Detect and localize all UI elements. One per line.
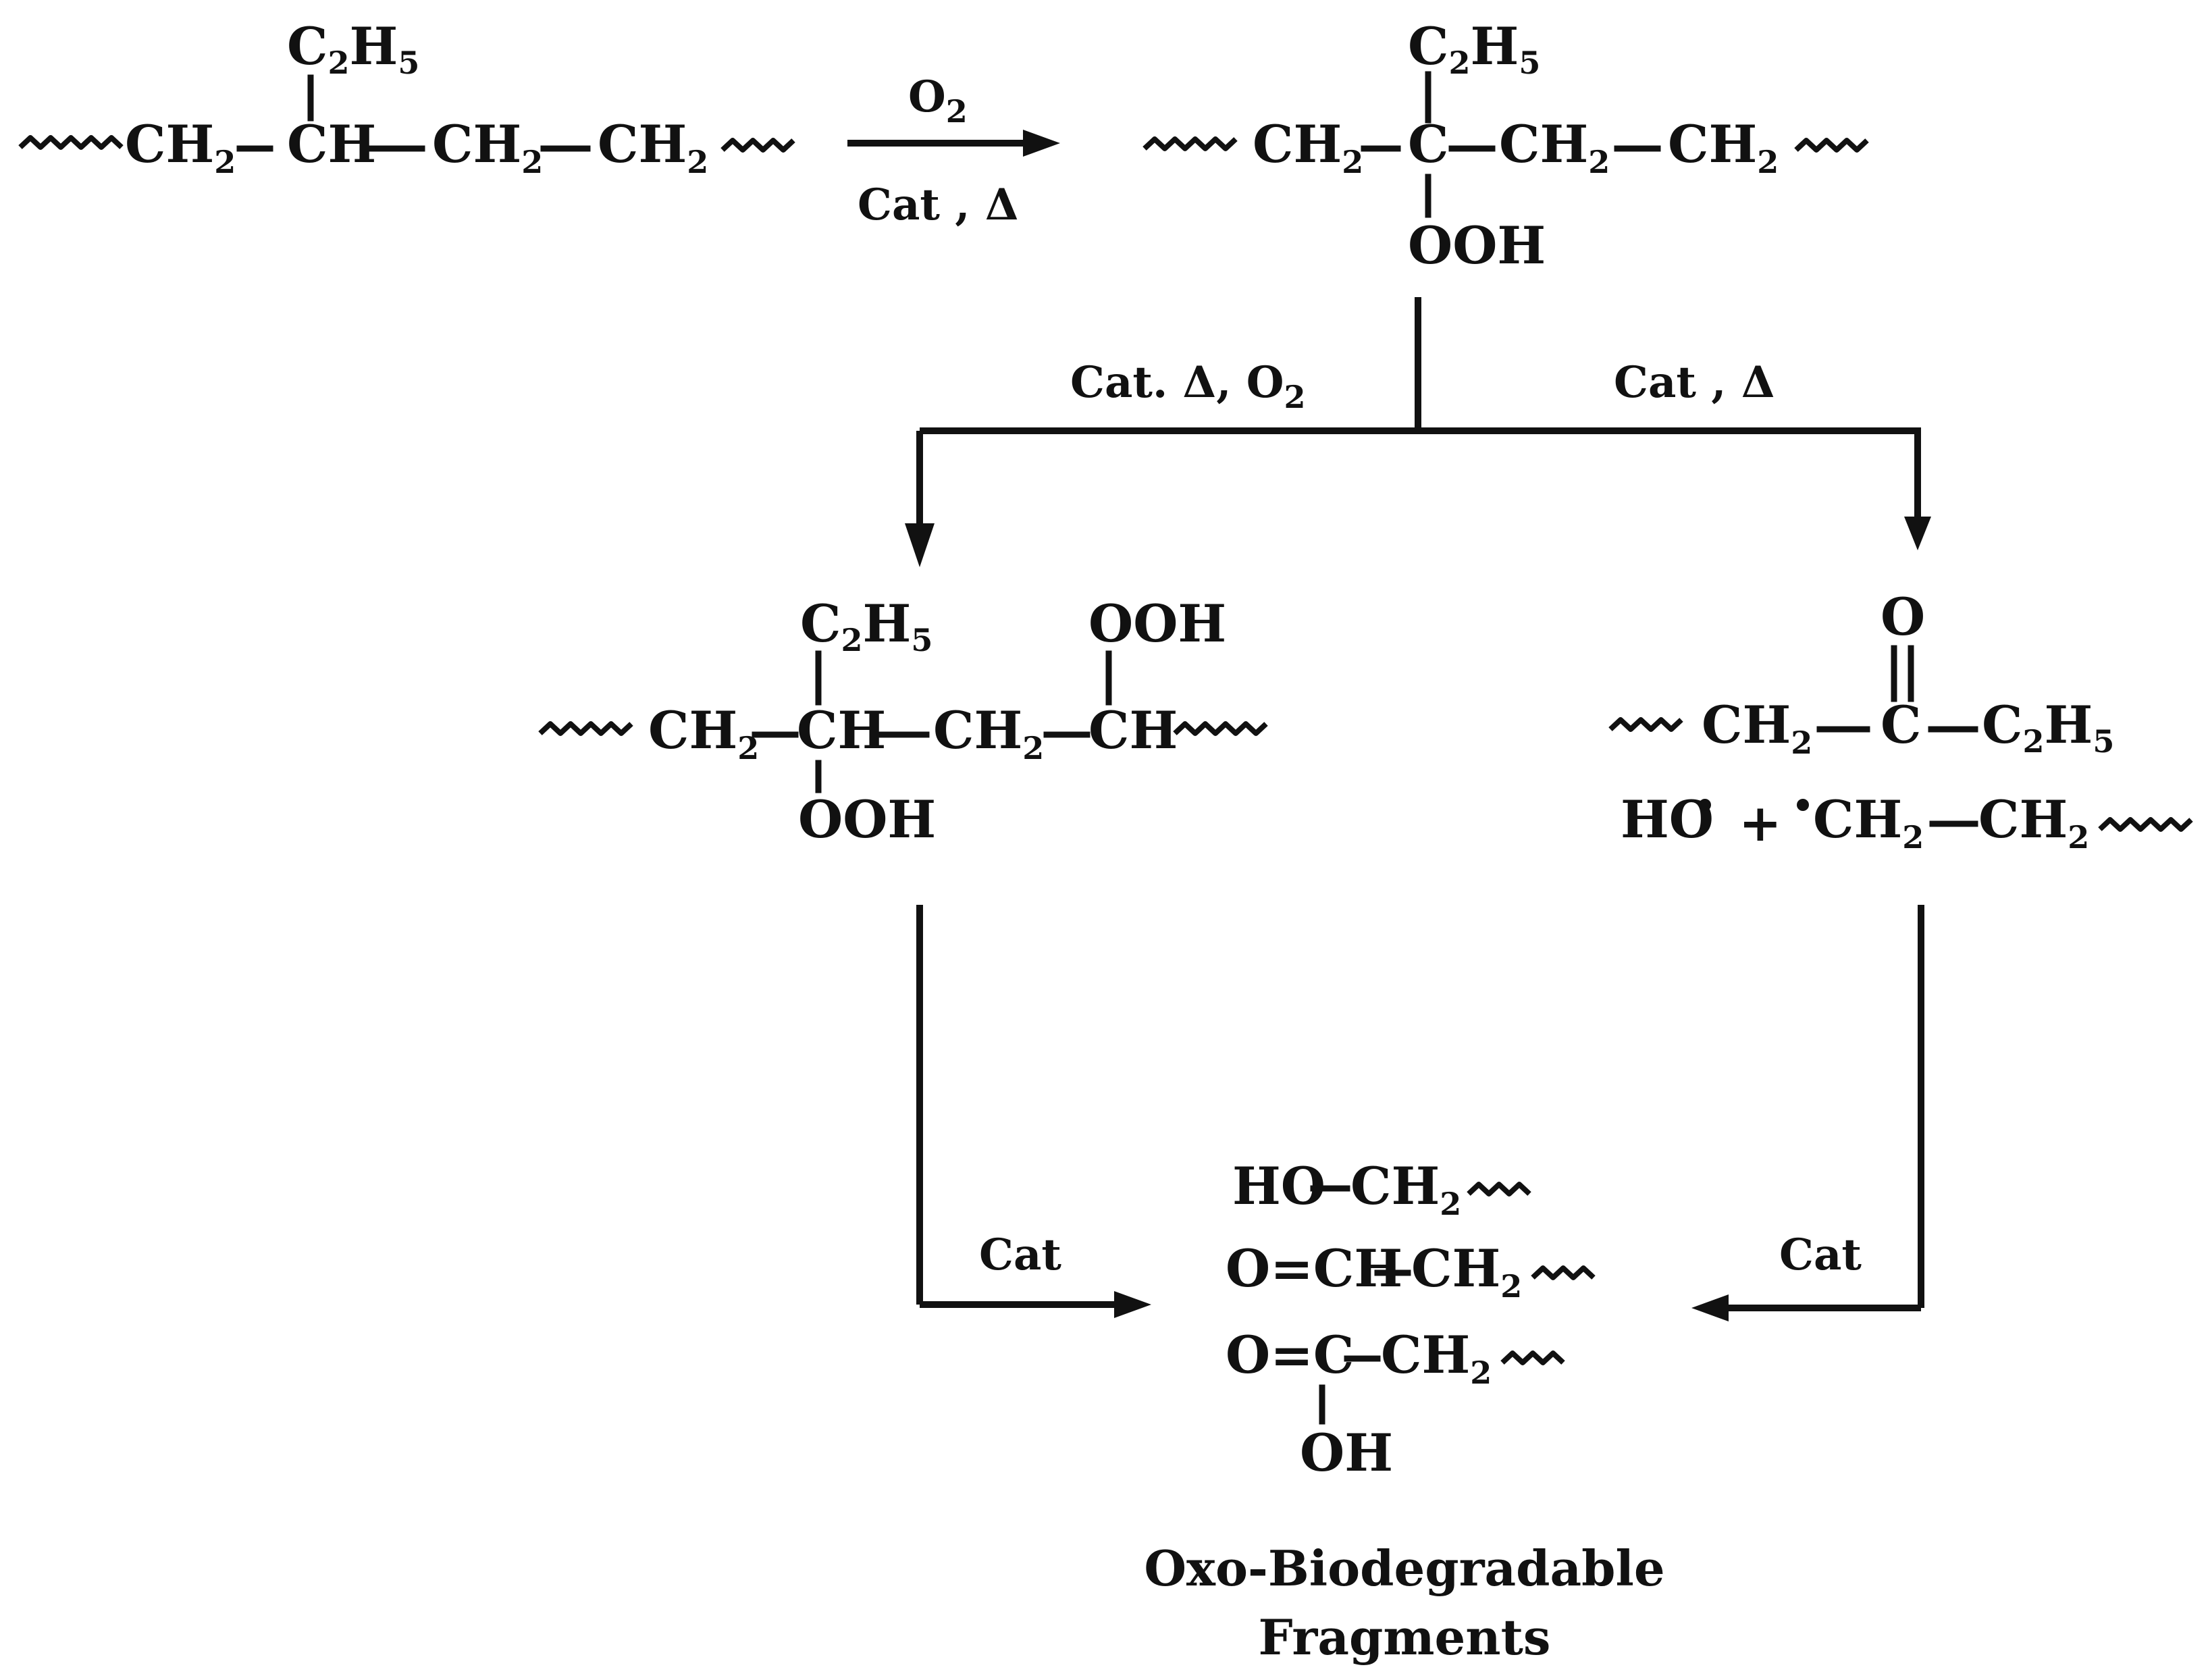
ch2-group: CH2 [1702,695,1812,761]
hydroxyl-group: OH [1300,1423,1393,1483]
final-arrow-right[interactable]: Cat [1691,905,1924,1321]
branch-arrows[interactable]: Cat. Δ, O2 Cat , Δ [905,297,1931,567]
ch2-group: CH2 [1411,1238,1522,1305]
chain-wavy-right [2098,817,2193,832]
ch-group: CH [797,700,886,760]
ch2-group: CH2 [125,114,236,180]
caption-line-1: Oxo-Biodegradable [1144,1540,1664,1597]
chain-wavy [1531,1265,1596,1280]
ch2-group: CH2 [648,700,759,766]
radical-dot [1797,799,1809,811]
alcohol-fragment: HO [1232,1156,1325,1216]
aldehyde-fragment: O=CH [1226,1238,1402,1298]
chain-wavy [1500,1350,1565,1365]
condition-catalyst: Cat [979,1230,1061,1280]
reaction-arrow-oxidation[interactable]: O2 Cat , Δ [847,72,1060,230]
hydroxyl-radical: HO [1621,789,1714,849]
ethyl-group: C2H5 [287,16,419,81]
arrow-head [905,523,935,567]
chain-wavy [1467,1182,1531,1197]
oxygen-atom: O [1881,587,1925,647]
carbon-atom: C [1408,114,1449,174]
ch2-group: CH2 [1381,1325,1492,1391]
molecule-tertiary-hydroperoxide: CH2 C C2H5 OOH CH2 CH2 [1142,16,1869,275]
chain-wavy-right [1173,721,1268,736]
condition-right-branch: Cat , Δ [1614,357,1775,408]
ch2-group: CH2 [1499,114,1610,180]
condition-catalyst: Cat [1779,1230,1862,1280]
ch2-group: CH2 [1253,114,1363,180]
chain-wavy-left [1142,136,1238,151]
ch-group: CH [287,114,376,174]
chain-wavy-left [538,721,633,736]
arrow-head [1114,1291,1151,1318]
carbonyl-carbon: C [1881,695,1922,755]
molecule-ketone-and-radicals: O CH2 C C2H5 HO + CH2 CH2 [1608,587,2193,856]
chain-wavy-right [720,138,795,153]
radical-dot [1699,799,1711,811]
caption: Oxo-Biodegradable Fragments [1144,1540,1664,1666]
ch2-group: CH2 [432,114,543,180]
caption-line-2: Fragments [1259,1608,1551,1666]
carboxylic-acid-fragment: O=C [1226,1325,1354,1385]
ch2-group: CH2 [1350,1156,1461,1222]
final-arrow-left[interactable]: Cat [916,905,1151,1318]
chain-wavy-left [18,135,124,150]
hydroperoxy-group: OOH [1088,594,1226,654]
ethyl-group: C2H5 [800,594,932,658]
ethyl-group: C2H5 [1982,695,2114,760]
plus-sign: + [1739,793,1782,853]
ch-group: CH [1088,700,1178,760]
chain-wavy-left [1608,717,1683,732]
condition-left-branch: Cat. Δ, O2 [1070,357,1306,415]
hydroperoxy-group: OOH [798,789,936,849]
ch2-group: CH2 [598,114,708,180]
molecule-dihydroperoxide: C2H5 CH2 CH OOH CH2 OOH CH [538,594,1268,849]
products-fragments: HO CH2 O=CH CH2 O=C CH2 OH [1226,1156,1596,1483]
chain-wavy-right [1794,138,1869,153]
ch2-group: CH2 [1978,789,2089,856]
condition-catalyst-heat: Cat , Δ [858,180,1018,230]
hydroperoxy-group: OOH [1408,215,1546,275]
ethyl-group: C2H5 [1408,16,1540,81]
arrow-head [1691,1294,1729,1321]
ch2-group: CH2 [933,700,1044,766]
condition-oxygen: O2 [908,72,968,130]
ch2-group: CH2 [1668,114,1779,180]
molecule-polyethylene-chain: CH2 CH C2H5 CH2 CH2 [18,16,795,180]
arrow-head [1904,517,1931,550]
ch2-radical: CH2 [1813,789,1924,856]
arrow-head [1023,130,1060,157]
